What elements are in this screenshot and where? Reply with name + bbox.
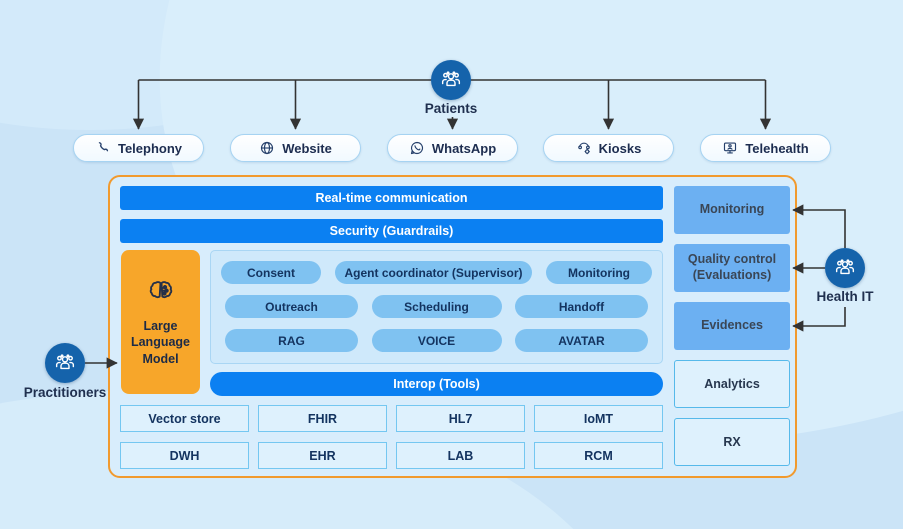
- agent-row: Outreach Scheduling Handoff: [211, 295, 662, 318]
- rx-box: RX: [674, 418, 790, 466]
- people-group-icon: [441, 71, 461, 87]
- platform-container: Real-time communication Security (Guardr…: [108, 175, 797, 478]
- agent-row: RAG VOICE AVATAR: [211, 329, 662, 352]
- integration-lab: LAB: [396, 442, 525, 469]
- telehealth-icon: [724, 142, 737, 154]
- channel-telephony: Telephony: [73, 134, 204, 162]
- integration-hl7: HL7: [396, 405, 525, 432]
- channel-label: Kiosks: [598, 140, 642, 156]
- health-it-label: Health IT: [816, 289, 874, 304]
- agent-pill-monitoring: Monitoring: [546, 261, 652, 284]
- phone-icon: [98, 142, 109, 152]
- patients-node: [431, 60, 471, 100]
- agent-row: Consent Agent coordinator (Supervisor) M…: [211, 261, 662, 284]
- agent-pill-rag: RAG: [225, 329, 358, 352]
- agent-pill-coordinator: Agent coordinator (Supervisor): [335, 261, 532, 284]
- channel-telehealth: Telehealth: [700, 134, 831, 162]
- integration-vector-store: Vector store: [120, 405, 249, 432]
- governance-evidences-box: Evidences: [674, 302, 790, 350]
- channel-label: WhatsApp: [431, 140, 497, 156]
- agents-panel: Consent Agent coordinator (Supervisor) M…: [210, 250, 663, 364]
- practitioners-label: Practitioners: [23, 385, 107, 400]
- people-group-icon: [55, 354, 75, 370]
- agent-pill-consent: Consent: [221, 261, 321, 284]
- governance-column: Monitoring Quality control (Evaluations)…: [674, 186, 790, 466]
- channel-website: Website: [230, 134, 361, 162]
- integration-ehr: EHR: [258, 442, 387, 469]
- integration-iomt: IoMT: [534, 405, 663, 432]
- governance-quality-control-box: Quality control (Evaluations): [674, 244, 790, 292]
- interop-tools-bar: Interop (Tools): [210, 372, 663, 396]
- agent-pill-outreach: Outreach: [225, 295, 358, 318]
- channel-label: Telephony: [117, 140, 183, 156]
- channel-kiosks: Kiosks: [543, 134, 674, 162]
- agent-pill-scheduling: Scheduling: [371, 295, 502, 318]
- brain-icon: [149, 281, 172, 299]
- practitioners-node: [45, 343, 85, 383]
- agent-pill-avatar: AVATAR: [515, 329, 648, 352]
- analytics-box: Analytics: [674, 360, 790, 408]
- globe-icon: [261, 141, 274, 155]
- integration-dwh: DWH: [120, 442, 249, 469]
- integration-rcm: RCM: [534, 442, 663, 469]
- llm-label: Large Language Model: [130, 319, 191, 366]
- channel-whatsapp: WhatsApp: [387, 134, 518, 162]
- integrations-grid: Vector store FHIR HL7 IoMT DWH EHR LAB R…: [120, 405, 663, 469]
- integration-fhir: FHIR: [258, 405, 387, 432]
- whatsapp-icon: [410, 141, 423, 155]
- large-language-model-box: Large Language Model: [121, 250, 200, 394]
- channel-label: Website: [282, 140, 332, 156]
- patients-label: Patients: [424, 101, 478, 116]
- security-guardrails-bar: Security (Guardrails): [120, 219, 663, 243]
- health-it-node: [825, 248, 865, 288]
- people-group-icon: [835, 259, 855, 275]
- agent-pill-handoff: Handoff: [515, 295, 648, 318]
- kiosk-icon: [577, 142, 590, 155]
- governance-monitoring-box: Monitoring: [674, 186, 790, 234]
- agent-pill-voice: VOICE: [371, 329, 502, 352]
- realtime-communication-bar: Real-time communication: [120, 186, 663, 210]
- channel-label: Telehealth: [745, 140, 809, 156]
